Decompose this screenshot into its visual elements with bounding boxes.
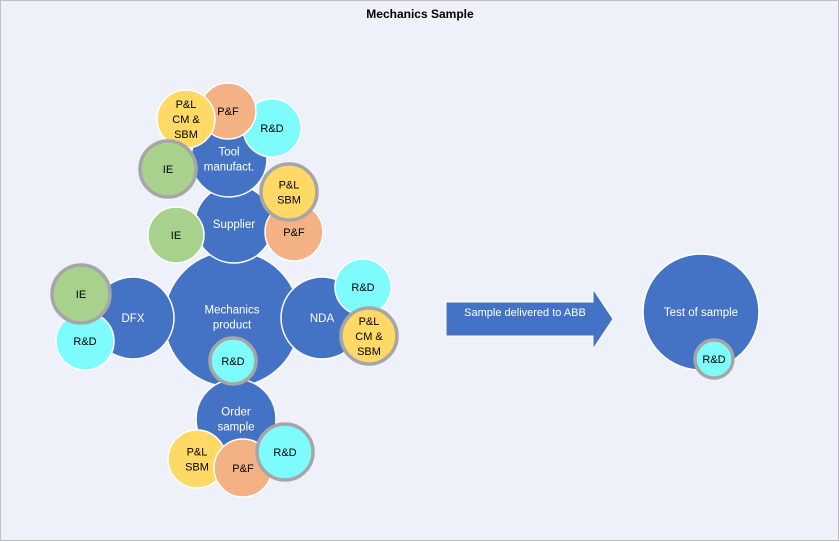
tool-rd-circle-label-line: R&D [260, 123, 283, 135]
nda-pl-circle-label-line: SBM [357, 346, 381, 358]
supplier-pf-circle-label-line: P&F [283, 227, 305, 239]
test-rd-circle-shape [693, 338, 735, 380]
order-rd-circle-shape [255, 422, 315, 482]
dfx-ie-circle-shape [50, 263, 112, 325]
order-sample-node-label-line: Order [221, 407, 251, 419]
test-of-sample-node-label-line: Test of sample [664, 307, 738, 319]
order-rd-circle-label-line: R&D [273, 447, 296, 459]
test-rd-circle-label-line: R&D [702, 354, 725, 366]
supplier-ie-circle-label-line: IE [171, 230, 181, 242]
nda-rd-circle-label-line: R&D [351, 282, 374, 294]
order-pf-circle-label-line: P&F [232, 463, 254, 475]
supplier-ie-circle-shape [147, 206, 205, 264]
nda-node-label-line: NDA [310, 313, 335, 325]
order-pl-circle-label-line: SBM [185, 462, 209, 474]
tool-pl-circle-label-line: SBM [174, 129, 198, 141]
test-of-sample-node: Test of sample [642, 253, 760, 371]
order-pl-circle-label-line: P&L [187, 447, 208, 459]
tool-ie-circle-shape [138, 139, 198, 199]
nda-pl-circle-label-line: CM & [355, 331, 383, 343]
mechanics-rd-circle-label-line: R&D [221, 356, 244, 368]
delivery-arrow [445, 287, 614, 351]
order-rd-circle: R&D [255, 422, 315, 482]
tool-manufact-node-label-line: Tool [218, 147, 239, 159]
supplier-node-label-line: Supplier [213, 219, 255, 231]
dfx-rd-circle: R&D [55, 311, 115, 371]
tool-manufact-node-label-line: manufact. [204, 162, 255, 174]
supplier-pl-circle: P&L SBM [259, 162, 319, 222]
tool-pl-circle-label-line: CM & [172, 114, 200, 126]
tool-pf-circle-label-line: P&F [217, 106, 239, 118]
dfx-ie-circle: IE [50, 263, 112, 325]
diagram-title: Mechanics Sample [366, 7, 474, 21]
mechanics-rd-circle-shape [208, 336, 258, 386]
mechanics-product-node-label-line: Mechanics [205, 305, 260, 317]
tool-ie-circle: IE [138, 139, 198, 199]
tool-pl-circle: P&L CM & SBM [156, 89, 216, 149]
tool-pl-circle-label-line: P&L [176, 99, 197, 111]
mechanics-product-node-label-line: product [213, 320, 252, 332]
arrow-layer: Sample delivered to ABB [445, 287, 614, 351]
nda-pl-circle-label-line: P&L [359, 316, 380, 328]
supplier-pl-circle-shape [259, 162, 319, 222]
tool-ie-circle-label-line: IE [163, 164, 173, 176]
nda-pl-circle-shape [339, 306, 399, 366]
test-rd-circle: R&D [693, 338, 735, 380]
delivery-arrow-label: Sample delivered to ABB [464, 307, 586, 319]
supplier-pl-circle-label-line: SBM [277, 195, 301, 207]
dfx-rd-circle-label-line: R&D [73, 336, 96, 348]
nodes-layer: Mechanics product DFX NDA Supplier Tool manufa… [50, 82, 760, 498]
mechanics-rd-circle: R&D [208, 336, 258, 386]
tool-rd-circle: R&D [242, 98, 302, 158]
nda-pl-circle: P&L CM & SBM [339, 306, 399, 366]
dfx-node-label-line: DFX [122, 313, 145, 325]
order-sample-node-label-line: sample [217, 422, 254, 434]
dfx-ie-circle-label-line: IE [76, 289, 86, 301]
supplier-ie-circle: IE [147, 206, 205, 264]
nda-rd-circle: R&D [334, 258, 392, 316]
supplier-pl-circle-label-line: P&L [279, 180, 300, 192]
